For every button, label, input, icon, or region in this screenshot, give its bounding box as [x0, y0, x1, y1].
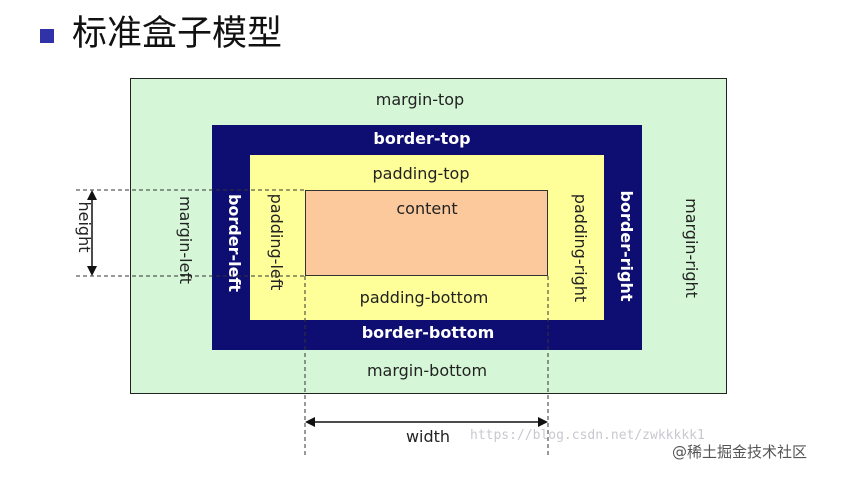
border-top-label: border-top — [373, 129, 471, 148]
height-arrowhead-bottom — [87, 266, 97, 276]
border-right-label: border-right — [617, 190, 636, 302]
border-bottom-label: border-bottom — [361, 323, 495, 342]
width-label: width — [405, 427, 451, 446]
content-label: content — [396, 199, 458, 218]
watermark-url: https://blog.csdn.net/zwkkkkk1 — [470, 428, 705, 443]
padding-left-label: padding-left — [267, 193, 286, 291]
content-area — [305, 190, 548, 276]
margin-bottom-label: margin-bottom — [366, 361, 488, 380]
padding-top-label: padding-top — [372, 164, 470, 183]
padding-bottom-label: padding-bottom — [359, 288, 489, 307]
width-arrowhead-left — [305, 417, 315, 427]
border-left-label: border-left — [225, 193, 244, 293]
margin-left-label: margin-left — [176, 195, 195, 285]
margin-top-label: margin-top — [375, 90, 465, 109]
height-label: height — [75, 201, 94, 253]
title-bullet — [40, 29, 54, 43]
page-title: 标准盒子模型 — [72, 14, 283, 54]
height-arrowhead-top — [87, 190, 97, 200]
attribution-text: @稀土掘金技术社区 — [672, 441, 808, 462]
margin-right-label: margin-right — [682, 198, 701, 298]
padding-right-label: padding-right — [571, 193, 590, 303]
width-arrowhead-right — [538, 417, 548, 427]
